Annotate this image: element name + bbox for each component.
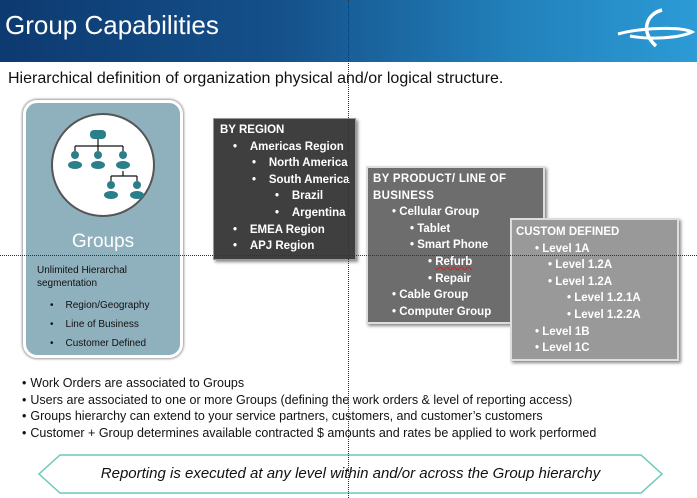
groups-bullet: Region/Geography [50, 296, 150, 315]
list-item: • Level 1.2A [548, 259, 613, 272]
list-item: • Cellular Group [392, 206, 480, 219]
groups-description: Unlimited Hierarchal segmentation [37, 265, 128, 289]
groups-bullet-list: Region/Geography Line of Business Custom… [50, 296, 150, 353]
subtitle: Hierarchical definition of organization … [8, 70, 504, 87]
list-item: • Brazil [275, 190, 324, 203]
list-item: • Argentina [275, 206, 346, 219]
by-region-box: BY REGION • Americas Region • North Amer… [213, 118, 356, 260]
swoosh-logo-icon [610, 2, 697, 58]
box-title: BY PRODUCT/ LINE OF BUSINESS [373, 173, 507, 202]
groups-card: Groups Unlimited Hierarchal segmentation… [23, 100, 183, 358]
list-item: • North America [252, 157, 348, 170]
list-item: • Refurb [428, 255, 473, 268]
summary-bullet-list: Work Orders are associated to Groups Use… [22, 375, 596, 441]
summary-bullet: Groups hierarchy can extend to your serv… [22, 408, 596, 425]
box-title: CUSTOM DEFINED [516, 226, 620, 238]
banner-text: Reporting is executed at any level withi… [100, 465, 601, 482]
list-item: • Level 1B [535, 325, 590, 338]
summary-bullet: Users are associated to one or more Grou… [22, 392, 596, 409]
list-item: • Level 1C [535, 342, 590, 355]
guide-line-horizontal [0, 255, 697, 256]
guide-line-vertical [348, 0, 349, 498]
list-item: • South America [252, 173, 350, 186]
list-item: • Computer Group [392, 305, 492, 318]
groups-bullet: Line of Business [50, 315, 149, 334]
list-item: • Repair [428, 272, 472, 285]
summary-bullet: Customer + Group determines available co… [22, 425, 596, 442]
list-item: • Americas Region [233, 140, 344, 153]
slide-title: Group Capabilities [5, 10, 219, 40]
reporting-banner: Reporting is executed at any level withi… [38, 454, 663, 494]
summary-bullet: Work Orders are associated to Groups [22, 375, 596, 392]
list-item: • Smart Phone [410, 239, 489, 252]
groups-label: Groups [71, 231, 135, 252]
custom-defined-box: CUSTOM DEFINED • Level 1A • Level 1.2A •… [510, 218, 679, 361]
list-item: • Level 1.2.1A [567, 292, 641, 305]
groups-bullet: Customer Defined [50, 334, 149, 353]
list-item: • Level 1.2A [548, 275, 613, 288]
org-chart-icon [51, 113, 155, 217]
box-title: BY REGION [220, 124, 285, 136]
list-item: • Level 1.2.2A [567, 308, 641, 321]
list-item: • APJ Region [233, 240, 315, 253]
hexagon-banner-shape [38, 454, 663, 494]
list-item: • EMEA Region [233, 223, 325, 236]
list-item: • Tablet [410, 222, 451, 235]
list-item: • Level 1A [535, 242, 590, 255]
list-item: • Cable Group [392, 289, 469, 302]
